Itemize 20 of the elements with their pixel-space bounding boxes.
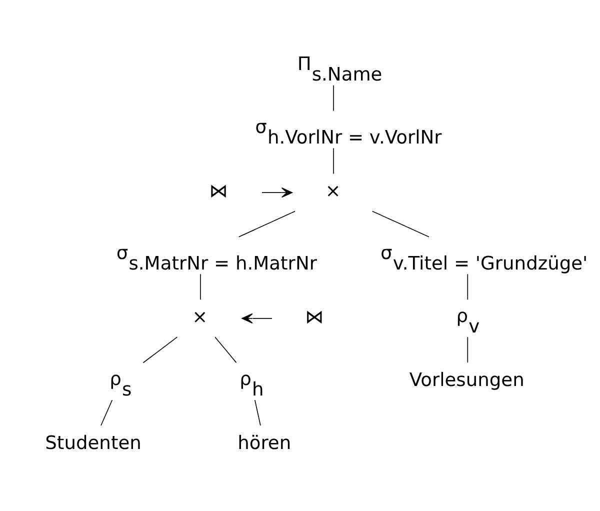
node-text: hören xyxy=(238,432,292,454)
connector xyxy=(467,336,468,363)
connector xyxy=(100,400,113,426)
arrow xyxy=(262,188,293,198)
connector xyxy=(238,210,296,238)
connector xyxy=(333,148,334,174)
node-text: × xyxy=(192,306,208,328)
node-text: ⋈ xyxy=(305,306,324,328)
node-text: × xyxy=(325,181,341,202)
connector xyxy=(200,274,201,300)
node-text: Vorlesungen xyxy=(409,370,524,391)
connector xyxy=(214,336,237,363)
connector xyxy=(372,210,430,238)
arrow xyxy=(242,313,272,324)
node-text: ⋈ xyxy=(209,181,228,202)
connector xyxy=(142,336,178,364)
connector xyxy=(254,400,261,426)
connector xyxy=(333,84,334,112)
connector xyxy=(467,274,468,300)
node-text: Studenten xyxy=(45,432,142,454)
